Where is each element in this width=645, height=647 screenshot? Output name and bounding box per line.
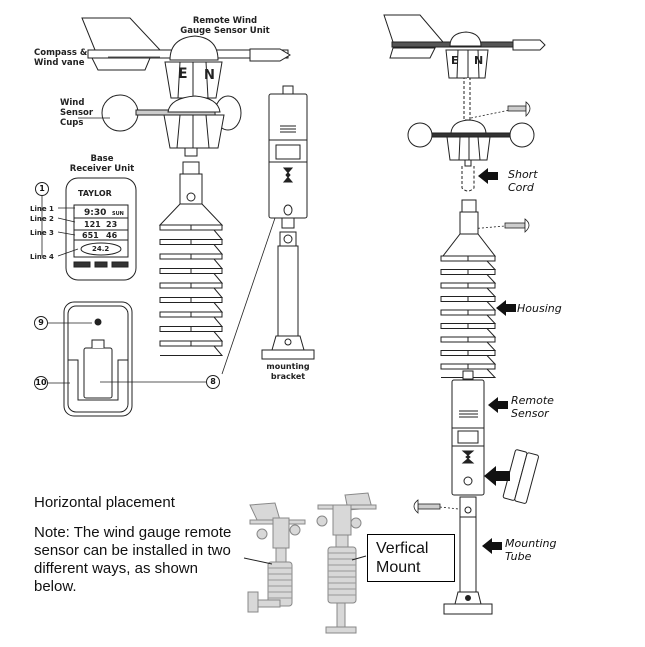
arrow-remote-sensor [488, 397, 508, 413]
left-callout-lines [41, 56, 276, 384]
line-2-label: Line 2 [30, 215, 54, 223]
vertical-mount-photo [316, 492, 377, 634]
brand-logo: TAYLOR [78, 189, 112, 198]
mounting-bracket-label: mounting bracket [256, 362, 320, 382]
vane-dome [169, 35, 219, 61]
pointer-arrows [478, 168, 516, 554]
bracket-label-line-2: bracket [270, 372, 306, 381]
short-cord-label: Short Cord [508, 168, 538, 194]
display-line3-left: 651 [82, 231, 99, 240]
note-line-4: below. [34, 578, 77, 595]
title-line-1: Remote Wind [192, 16, 258, 26]
bracket-label-line-1: mounting [266, 362, 310, 371]
receiver-stand [63, 301, 133, 417]
left-cups [101, 94, 242, 157]
note-line-3: different ways, as shown [34, 560, 198, 577]
right-vane-letter-e: E [451, 54, 459, 67]
left-remote-sensor [261, 85, 315, 360]
right-housing [440, 199, 497, 378]
line-1-label: Line 1 [30, 205, 54, 213]
vertical-mount-line-1: Verfical [376, 540, 429, 557]
mounting-tube-line-1: Mounting [505, 537, 557, 550]
compass-label-line-1: Compass & [34, 48, 88, 58]
right-vane-letter-n: N [474, 54, 484, 67]
base-receiver-title: Base Receiver Unit [60, 154, 144, 174]
mounting-tube-line-2: Tube [505, 550, 532, 563]
display-line3-right: 46 [106, 231, 118, 240]
left-wind-vane [81, 17, 291, 99]
remote-sensor-line-1: Remote [511, 394, 554, 407]
vertical-mount-line-2: Mount [376, 559, 421, 576]
short-cord-line-2: Cord [508, 181, 534, 194]
callout-8: 8 [206, 375, 220, 389]
line-4-label: Line 4 [30, 253, 54, 261]
vane-letter-n: N [204, 68, 215, 83]
wind-sensor-cups-label: Wind Sensor Cups [60, 98, 93, 128]
note-line-2: sensor can be installed in two [34, 542, 231, 559]
right-remote-sensor [443, 370, 493, 615]
compass-wind-vane-label: Compass & Wind vane [34, 48, 87, 68]
housing-fin [440, 296, 497, 311]
callout-9: 9 [34, 316, 48, 330]
remote-sensor-line-2: Sensor [511, 407, 549, 420]
horizontal-placement-label: Horizontal placement [34, 494, 175, 511]
cups-label-line-3: Cups [60, 118, 84, 128]
display-time: 9:30 [84, 208, 107, 218]
receiver-title-line-2: Receiver Unit [69, 164, 135, 174]
note-line-1: Note: The wind gauge remote [34, 524, 232, 541]
display-line2-right: 23 [106, 220, 118, 229]
right-cups [407, 119, 535, 192]
display-line2-left: 121 [84, 220, 101, 229]
install-note: Note: The wind gauge remote sensor can b… [34, 524, 231, 596]
horizontal-mount-photo [247, 502, 306, 613]
short-cord-line-1: Short [508, 168, 538, 181]
title-line-2: Gauge Sensor Unit [180, 26, 270, 36]
arrow-mounting-tube [482, 538, 502, 554]
cups-label-line-1: Wind [60, 98, 85, 108]
vane-fin-top [81, 17, 162, 51]
callout-1: 1 [35, 182, 49, 196]
arrow-battery [484, 466, 510, 486]
mounting-tube-label: Mounting Tube [505, 537, 557, 563]
housing-label: Housing [517, 302, 562, 315]
receiver-title-line-1: Base [90, 154, 114, 164]
right-wind-vane [383, 14, 546, 121]
display-day: SUN [112, 211, 124, 217]
bracket-base [261, 349, 315, 360]
line-3-label: Line 3 [30, 229, 54, 237]
compass-label-line-2: Wind vane [34, 58, 85, 68]
left-housing [158, 161, 224, 356]
remote-wind-gauge-title: Remote Wind Gauge Sensor Unit [175, 16, 275, 36]
vertical-mount-box: Verfical Mount [367, 534, 455, 582]
screws [413, 101, 531, 514]
batteries [502, 449, 539, 504]
vane-nose [249, 48, 291, 62]
display-center: 24.2 [92, 245, 110, 253]
arrow-short-cord [478, 168, 498, 184]
housing-fin [159, 340, 224, 356]
cups-label-line-2: Sensor [60, 108, 94, 118]
vane-fin-bottom [91, 57, 151, 71]
callout-10: 10 [34, 376, 48, 390]
base-receiver-unit [65, 177, 137, 281]
arrow-housing [496, 300, 516, 316]
note-leader-lines [243, 555, 367, 565]
vane-letter-e: E [178, 66, 188, 82]
cup-left [101, 94, 139, 132]
remote-sensor-label: Remote Sensor [511, 394, 554, 420]
